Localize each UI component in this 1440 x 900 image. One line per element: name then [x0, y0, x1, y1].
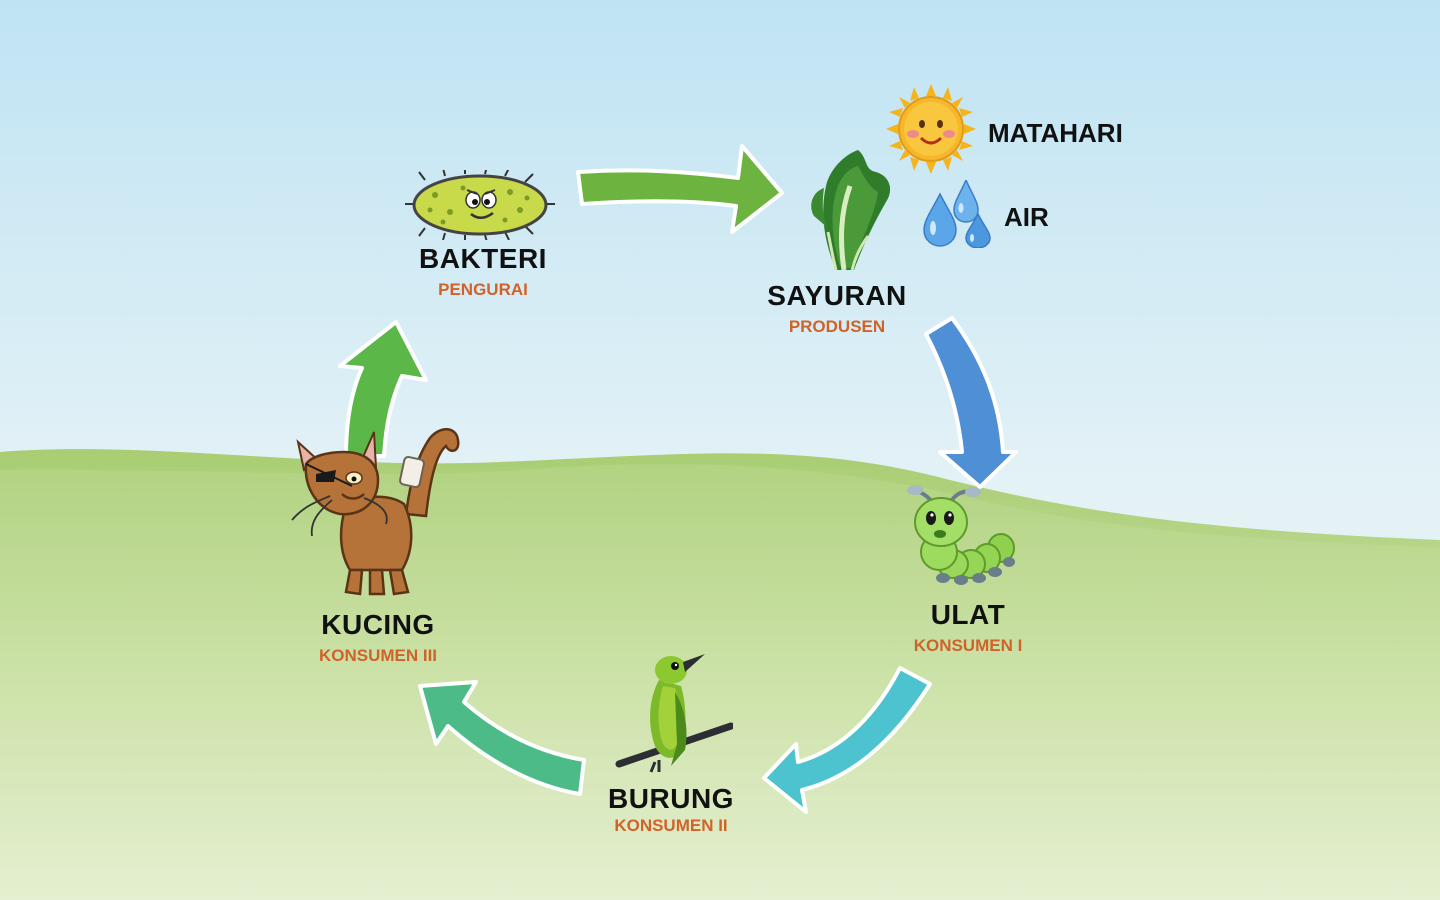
node-name: ULAT	[930, 599, 1006, 630]
caterpillar-icon	[907, 485, 1015, 585]
arrow-burung-to-kucing	[418, 680, 586, 796]
node-name: BAKTERI	[419, 243, 547, 274]
node-name: KUCING	[321, 609, 435, 640]
node-role: KONSUMEN I	[913, 635, 1023, 655]
bird-icon	[615, 654, 733, 773]
arrow-kucing-to-bakteri	[338, 320, 428, 458]
sun-icon	[886, 84, 976, 174]
cat-icon	[291, 428, 460, 596]
arrow-ulat-to-burung	[762, 666, 932, 814]
lettuce-icon	[811, 150, 891, 271]
arrow-bakteri-to-sayuran	[576, 144, 784, 234]
node-role: PRODUSEN	[788, 316, 886, 336]
node-kucing: KUCING KONSUMEN III	[318, 609, 438, 665]
resource-matahari-label: MATAHARI	[988, 118, 1123, 148]
arrow-sayuran-to-ulat	[924, 316, 1018, 489]
water-drops-icon	[923, 180, 991, 248]
node-ulat: ULAT KONSUMEN I	[913, 599, 1023, 655]
resource-air-label: AIR	[1004, 202, 1049, 232]
node-burung: BURUNG KONSUMEN II	[608, 783, 734, 835]
node-role: PENGURAI	[438, 279, 528, 299]
node-role: KONSUMEN II	[614, 815, 728, 835]
node-name: SAYURAN	[767, 280, 907, 311]
node-bakteri: BAKTERI PENGURAI	[419, 243, 547, 299]
node-role: KONSUMEN III	[318, 645, 438, 665]
node-sayuran: SAYURAN PRODUSEN	[767, 280, 907, 336]
node-name: BURUNG	[608, 783, 734, 814]
bacteria-icon	[405, 170, 555, 240]
